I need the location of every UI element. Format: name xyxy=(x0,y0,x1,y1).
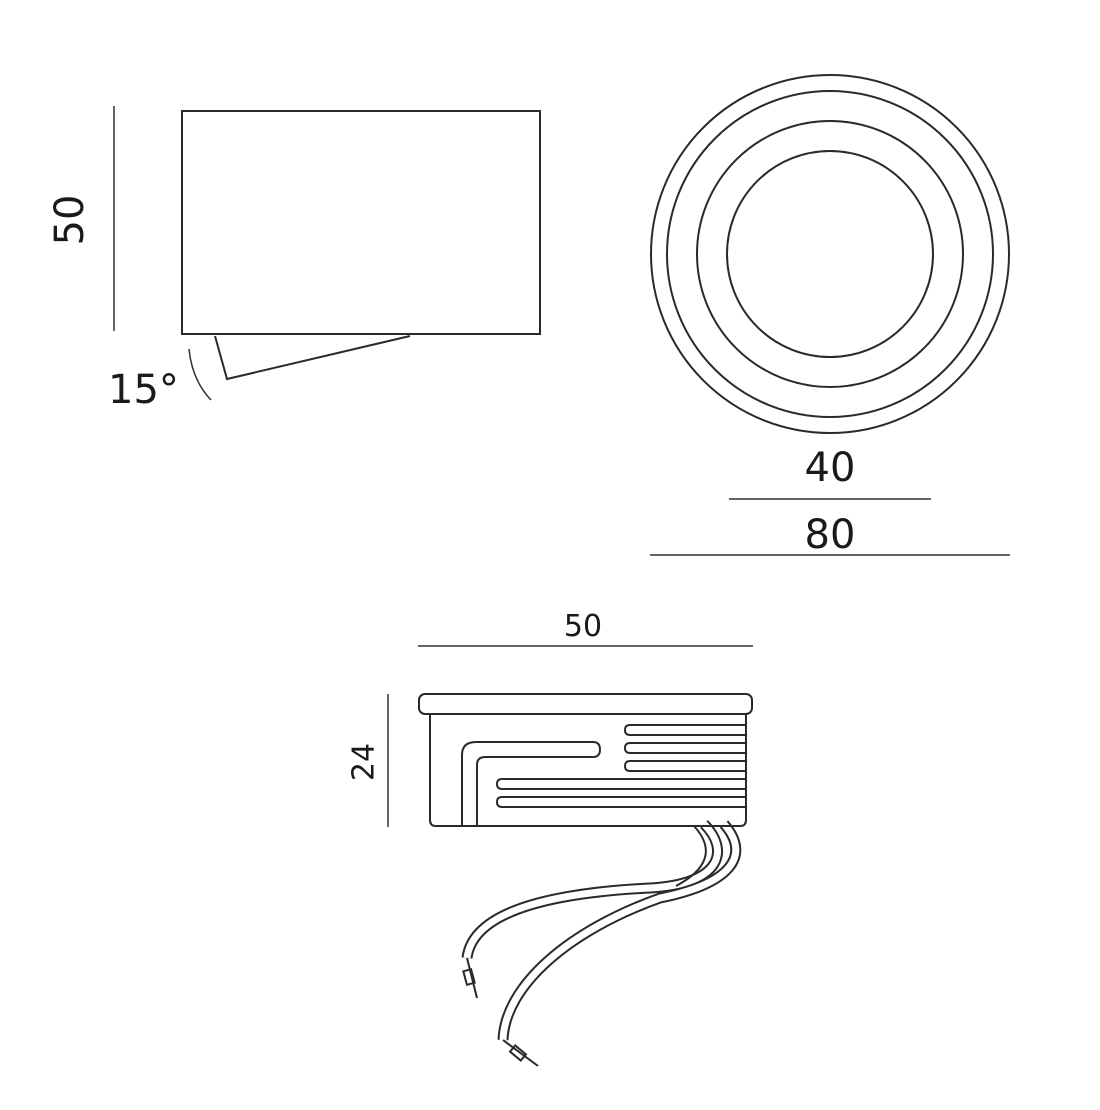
vent-slot xyxy=(495,778,746,790)
inner-diameter-label: 40 xyxy=(805,445,856,491)
vent-slot xyxy=(623,724,746,736)
driver-width-label: 50 xyxy=(564,609,602,644)
driver-wires xyxy=(461,820,742,1067)
vent-slot xyxy=(623,742,746,754)
vent-slot xyxy=(623,760,746,772)
second-ring xyxy=(666,90,994,418)
driver-view: 50 24 xyxy=(347,609,753,1067)
inner-ring xyxy=(726,150,934,358)
connector-icon xyxy=(462,967,476,987)
outer-diameter-label: 80 xyxy=(805,512,856,558)
tilt-label: 15° xyxy=(108,367,179,413)
third-ring xyxy=(696,120,964,388)
side-view: 50 15° xyxy=(47,106,541,413)
tilt-arc xyxy=(188,348,212,401)
driver-cap xyxy=(418,693,753,715)
vent-slot xyxy=(495,796,746,808)
l-slot xyxy=(461,741,602,826)
connector-icon xyxy=(508,1044,528,1062)
height-label: 50 xyxy=(47,195,93,246)
driver-height-label: 24 xyxy=(347,743,382,781)
driver-body xyxy=(429,714,747,827)
top-view: 40 80 xyxy=(650,74,1010,558)
outer-ring xyxy=(650,74,1010,434)
fixture-body xyxy=(181,110,541,335)
tilted-lens xyxy=(214,335,411,381)
